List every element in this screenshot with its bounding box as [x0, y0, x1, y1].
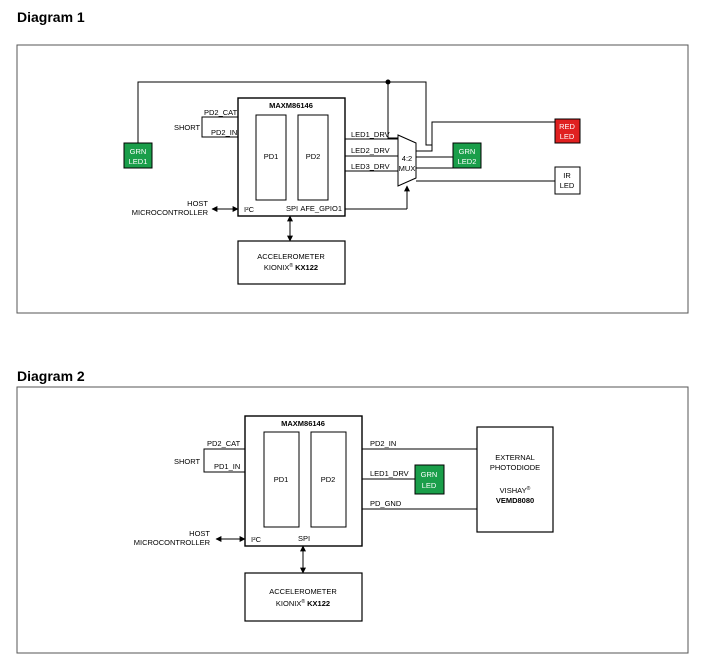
d2-host-label-2: MICROCONTROLLER [134, 538, 211, 547]
d2-grn-led-label-1: GRN [421, 470, 438, 479]
d1-mux-in-rail [387, 82, 398, 139]
d1-accel-label-1: ACCELEROMETER [257, 252, 325, 261]
d1-pd1-box [255, 114, 287, 201]
d1-red-led-label-1: RED [559, 122, 575, 131]
d2-accel-label-1: ACCELEROMETER [269, 587, 337, 596]
d2-short-bracket [203, 448, 245, 473]
diagram1 [16, 44, 689, 314]
d1-accel-label-2: KIONIX® KX122 [264, 262, 318, 272]
d2-short-label: SHORT [174, 457, 201, 466]
d1-grn-led1-label-1: GRN [130, 147, 147, 156]
d1-host-label-2: MICROCONTROLLER [132, 208, 209, 217]
d2-accel-model: KX122 [307, 599, 330, 608]
d2-pd1-box [263, 431, 300, 528]
d1-chip-title: MAXM86146 [269, 101, 313, 110]
d2-ext-pd-label-4: VEMD8080 [496, 496, 534, 505]
d1-short-bracket [201, 116, 238, 138]
d2-ext-pd-reg-mark: ® [527, 485, 531, 492]
d1-accel-vendor: KIONIX [264, 263, 289, 272]
d1-mux-shape [397, 134, 417, 187]
d2-i2c-label: I²C [251, 535, 262, 544]
d2-accel-vendor: KIONIX [276, 599, 301, 608]
d1-pd1-label: PD1 [264, 152, 279, 161]
d2-host-label-1: HOST [189, 529, 210, 538]
d1-afe-gpio-label: AFE_GPIO1 [300, 204, 342, 213]
d2-grn-led-label-2: LED [422, 481, 437, 490]
diagram2-heading: Diagram 2 [17, 368, 85, 384]
diagram1-heading: Diagram 1 [17, 9, 85, 25]
d1-pd2-box [297, 114, 329, 201]
d2-led1-drv-label: LED1_DRV [370, 469, 409, 478]
d1-grn-led2-label-1: GRN [459, 147, 476, 156]
d2-spi-label: SPI [298, 534, 310, 543]
d1-accel-reg-mark: ® [289, 262, 293, 269]
d2-external-photodiode-box [476, 426, 554, 533]
d1-mux-label-2: MUX [399, 164, 416, 173]
d1-spi-label: SPI [286, 204, 298, 213]
d1-led3-drv-label: LED3_DRV [351, 162, 390, 171]
d2-accelerometer-box [244, 572, 363, 622]
d2-ext-pd-label-3: VISHAY® [500, 485, 531, 495]
d1-maxm86146-chip [237, 97, 346, 217]
diagram2 [16, 386, 689, 654]
d2-pd2-label: PD2 [321, 475, 336, 484]
d1-red-led-line [416, 121, 555, 152]
diagram1-frame [16, 44, 689, 314]
d1-mux-label-1: 4:2 [402, 154, 412, 163]
d1-i2c-label: I²C [244, 205, 255, 214]
d1-accelerometer-box [237, 240, 346, 285]
d2-pd-gnd-label: PD_GND [370, 499, 402, 508]
d1-grn-led1-box [123, 142, 153, 169]
d1-ir-led-label-2: LED [560, 181, 575, 190]
d2-ext-pd-label-2: PHOTODIODE [490, 463, 540, 472]
d2-grn-led-box [414, 464, 445, 495]
d1-red-led-box [554, 118, 581, 144]
d1-grn-led2-box [452, 142, 482, 169]
d1-host-label-1: HOST [187, 199, 208, 208]
d1-accel-model: KX122 [295, 263, 318, 272]
d1-pd2-label: PD2 [306, 152, 321, 161]
d1-pd2-cat-label: PD2_CAT [204, 108, 238, 117]
d2-pd2-cat-label: PD2_CAT [207, 439, 241, 448]
d2-pd1-in-label: PD1_IN [214, 462, 240, 471]
d1-grn-led2-label-2: LED2 [458, 157, 477, 166]
d2-chip-title: MAXM86146 [281, 419, 325, 428]
d1-grn-led1-label-2: LED1 [129, 157, 148, 166]
d2-pd2-box [310, 431, 347, 528]
d2-pd2-in-label: PD2_IN [370, 439, 396, 448]
d1-short-label: SHORT [174, 123, 201, 132]
d2-ext-pd-vendor: VISHAY [500, 486, 527, 495]
d1-pd2-in-label: PD2_IN [211, 128, 237, 137]
d1-red-led-label-2: LED [560, 132, 575, 141]
d2-accel-label-2: KIONIX® KX122 [276, 598, 330, 608]
d1-led2-drv-label: LED2_DRV [351, 146, 390, 155]
d2-pd1-label: PD1 [274, 475, 289, 484]
d2-accel-reg-mark: ® [301, 598, 305, 605]
d2-ext-pd-label-1: EXTERNAL [495, 453, 535, 462]
diagram2-frame [16, 386, 689, 654]
d1-ir-led-box [554, 166, 581, 195]
d1-led1-drv-label: LED1_DRV [351, 130, 390, 139]
d1-ir-led-label-1: IR [563, 171, 571, 180]
d1-led1-rail [137, 81, 432, 146]
